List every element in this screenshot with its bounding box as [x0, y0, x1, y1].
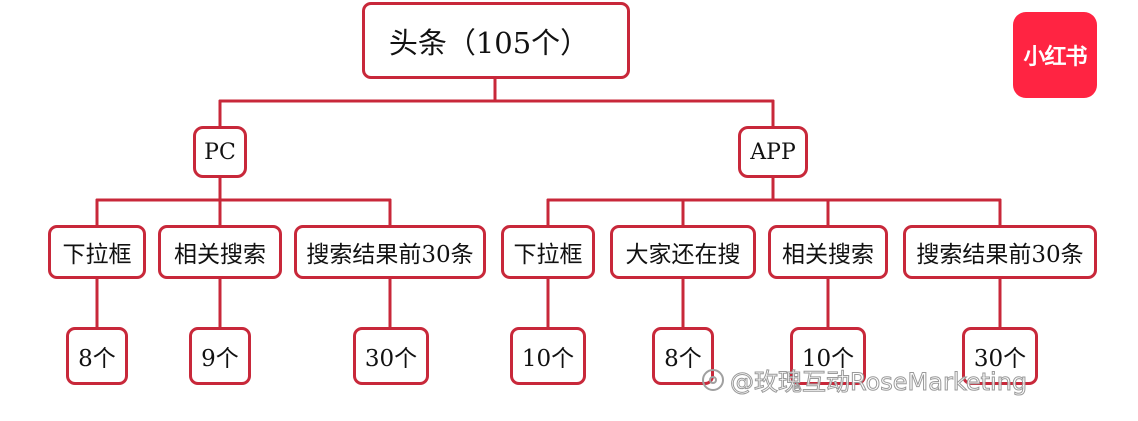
branch-node-app: APP — [738, 126, 808, 178]
watermark-text: @玫瑰互动RoseMarketing — [729, 368, 1028, 397]
pc-related-search-count: 9个 — [189, 327, 251, 385]
root-node: 头条（105个） — [362, 2, 630, 79]
xiaohongshu-logo-icon: 小红书 — [1013, 12, 1097, 98]
app-related-search-count: 10个 — [790, 327, 866, 385]
pc-top30-results-count: 30个 — [353, 327, 429, 385]
app-top30-results-node: 搜索结果前30条 — [903, 225, 1097, 279]
pc-related-search-node: 相关搜索 — [158, 225, 282, 279]
app-top30-results-count: 30个 — [962, 327, 1038, 385]
app-dropdown-node: 下拉框 — [501, 225, 595, 279]
watermark: @玫瑰互动RoseMarketing — [702, 362, 1028, 397]
app-others-searching-node: 大家还在搜 — [610, 225, 756, 279]
app-related-search-node: 相关搜索 — [768, 225, 888, 279]
pc-dropdown-node: 下拉框 — [48, 225, 146, 279]
user-watermark-icon — [702, 368, 724, 391]
branch-node-pc: PC — [193, 126, 247, 178]
pc-top30-results-node: 搜索结果前30条 — [294, 225, 486, 279]
pc-dropdown-count: 8个 — [66, 327, 128, 385]
logo-text: 小红书 — [1023, 45, 1087, 70]
app-dropdown-count: 10个 — [510, 327, 586, 385]
